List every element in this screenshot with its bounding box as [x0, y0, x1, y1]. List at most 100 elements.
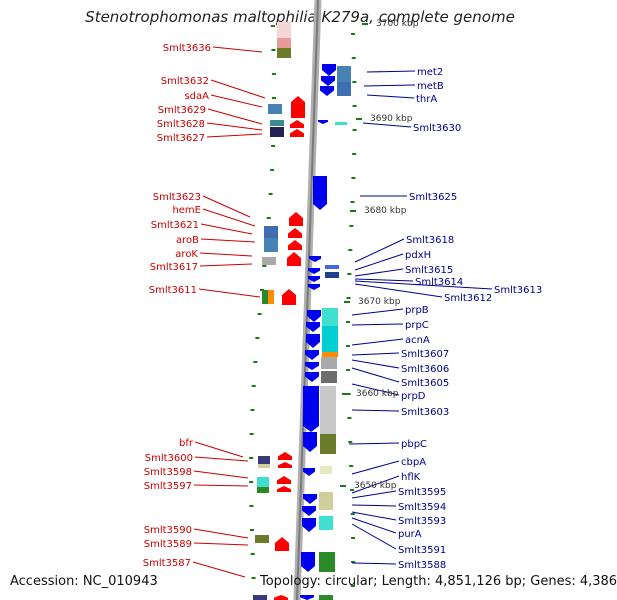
leader-line — [193, 542, 249, 546]
gene-label: bfr — [179, 438, 194, 449]
forward-gene-arrow — [303, 432, 317, 452]
leader-line — [351, 409, 400, 412]
gene-label: Smlt3623 — [153, 192, 201, 203]
leader-line — [193, 528, 249, 539]
forward-gene-arrow — [320, 86, 334, 96]
scale-label: 3670 kbp — [358, 297, 401, 307]
feature-block — [255, 535, 269, 543]
forward-gene-arrow — [307, 310, 321, 322]
right-gene-labels: met2metBthrASmlt3630Smlt3625Smlt3618pdxH… — [398, 67, 542, 571]
feature-block — [270, 127, 284, 137]
tick-mark — [346, 369, 351, 371]
scale-tick — [340, 485, 346, 487]
reverse-gene-arrow — [277, 486, 291, 492]
gene-label: Smlt3617 — [150, 262, 198, 273]
gene-label: hflK — [401, 472, 421, 483]
gene-label: prpC — [405, 320, 429, 331]
gene-label: Smlt3630 — [413, 123, 461, 134]
reverse-gene-arrow — [277, 476, 291, 484]
gene-label: Smlt3600 — [145, 453, 193, 464]
leader-line — [354, 280, 493, 290]
leader-line — [354, 238, 405, 263]
tick-mark — [249, 457, 254, 459]
feature-block — [320, 466, 332, 474]
scale-tick — [344, 301, 350, 303]
gene-label: Smlt3605 — [401, 378, 449, 389]
forward-gene-arrow — [301, 552, 315, 572]
tick-mark — [271, 73, 276, 75]
feature-block — [258, 456, 270, 464]
gene-label: aroB — [176, 235, 199, 246]
leader-line — [351, 511, 397, 521]
feature-block — [319, 595, 333, 600]
tick-mark — [351, 177, 356, 179]
forward-gene-arrow — [302, 506, 316, 516]
tick-mark — [352, 105, 357, 107]
forward-gene-arrow — [308, 284, 320, 290]
leader-line — [194, 456, 249, 462]
leader-line — [193, 484, 249, 487]
feature-block — [268, 290, 274, 304]
gene-label: Smlt3613 — [494, 285, 542, 296]
gene-label: Smlt3591 — [398, 545, 446, 556]
gene-label: Smlt3628 — [157, 119, 205, 130]
tick-mark — [270, 25, 275, 27]
gene-label: Smlt3606 — [401, 364, 449, 375]
leader-line — [194, 441, 244, 458]
gene-label: purA — [398, 529, 422, 540]
gene-label: Smlt3607 — [401, 349, 449, 360]
feature-block — [320, 434, 336, 454]
leader-line — [202, 195, 251, 218]
scale-tick — [350, 210, 356, 212]
leader-line — [351, 490, 397, 499]
gene-label: Smlt3611 — [149, 285, 197, 296]
leader-line — [366, 94, 415, 99]
reverse-gene-arrow — [282, 289, 296, 305]
scale-label: 3690 kbp — [370, 114, 413, 124]
tick-mark — [350, 585, 355, 587]
feature-block — [325, 265, 339, 269]
forward-gene-arrow — [309, 256, 321, 262]
tick-mark — [249, 481, 254, 483]
leader-line — [207, 108, 263, 125]
reverse-gene-arrow — [278, 452, 292, 460]
leader-line — [366, 70, 416, 73]
feature-block — [319, 516, 333, 530]
gene-label: Smlt3627 — [157, 133, 205, 144]
feature-block — [320, 386, 336, 434]
tick-mark — [346, 321, 351, 323]
forward-gene-arrow — [303, 494, 317, 504]
gene-label: sdaA — [184, 91, 209, 102]
tick-mark — [257, 313, 262, 315]
feature-block — [262, 257, 276, 265]
gene-arrows — [274, 64, 336, 600]
leader-line — [210, 94, 263, 108]
gene-label: Smlt3614 — [415, 277, 463, 288]
forward-gene-arrow — [322, 64, 336, 76]
leader-line — [354, 268, 404, 277]
gene-label: Smlt3595 — [398, 487, 446, 498]
tick-mark — [347, 417, 352, 419]
gene-label: aroK — [175, 249, 198, 260]
leader-line — [354, 278, 414, 282]
gene-label: metB — [417, 81, 444, 92]
tick-mark — [348, 441, 353, 443]
leader-line — [362, 122, 412, 128]
gene-label: Smlt3615 — [405, 265, 453, 276]
tick-mark — [345, 345, 350, 347]
gene-label: Smlt3597 — [144, 481, 192, 492]
forward-gene-arrow — [300, 595, 314, 600]
forward-gene-arrow — [305, 372, 319, 382]
tick-mark — [351, 537, 356, 539]
feature-block — [258, 464, 270, 468]
feature-block — [268, 104, 282, 114]
feature-block — [319, 552, 335, 572]
feature-block — [321, 357, 337, 369]
forward-gene-arrow — [308, 276, 320, 282]
forward-gene-arrow — [303, 468, 315, 476]
reverse-gene-arrow — [274, 595, 288, 600]
feature-block — [264, 226, 278, 238]
forward-gene-arrow — [302, 518, 316, 532]
